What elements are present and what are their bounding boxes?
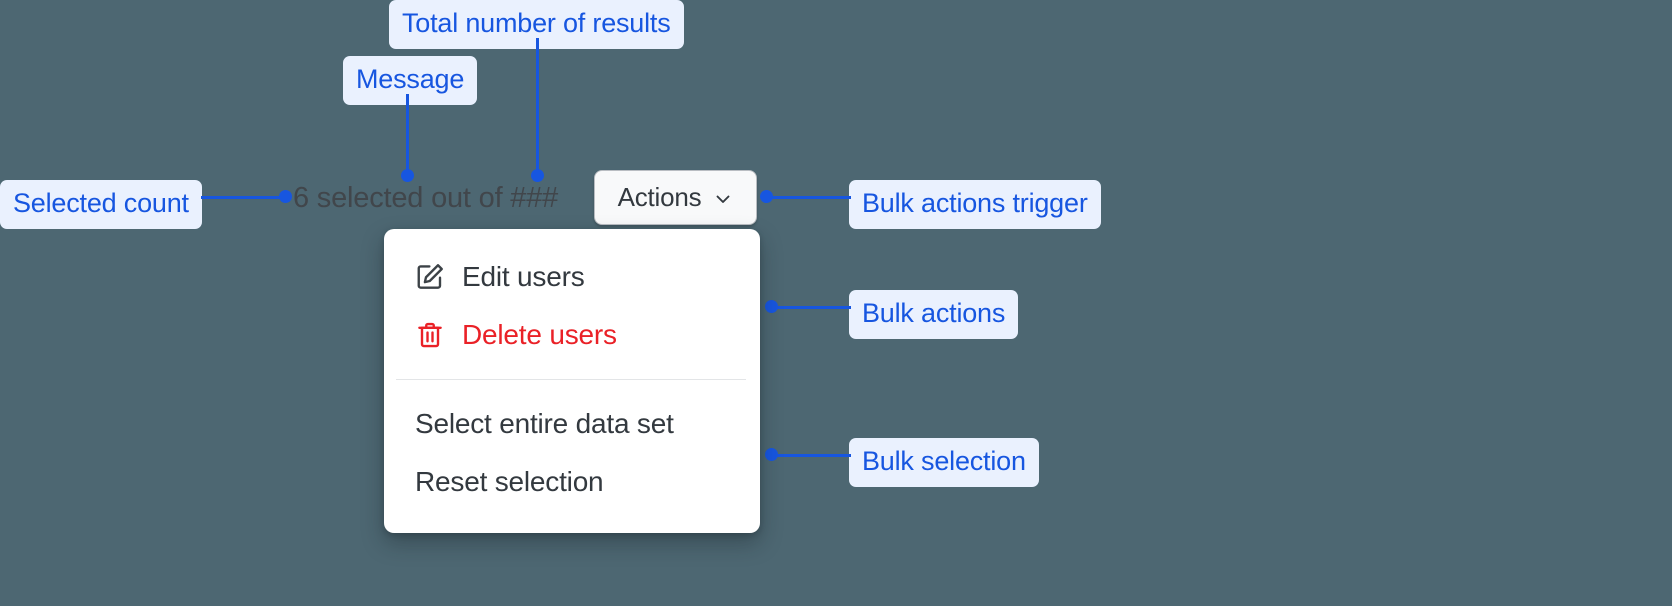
annotation-label-message: Message [343, 56, 478, 105]
annotation-label-selected-count: Selected count [0, 180, 202, 229]
menu-item-delete-users[interactable]: Delete users [384, 306, 760, 364]
menu-item-reset-selection[interactable]: Reset selection [384, 453, 760, 511]
annotation-label-bulk-actions-trigger: Bulk actions trigger [849, 180, 1101, 229]
trash-icon [415, 320, 445, 350]
connector-dot-total-results [531, 169, 544, 182]
menu-item-label: Delete users [462, 319, 617, 350]
connector-line-bulk-actions [771, 306, 851, 309]
total-results-value: ### [510, 182, 559, 214]
connector-dot-selected-count [279, 190, 292, 203]
connector-line-bulk-actions-trigger [765, 196, 851, 199]
connector-line-message [406, 94, 409, 175]
selected-count-value: 6 [293, 182, 309, 214]
menu-item-label: Reset selection [415, 466, 604, 497]
menu-divider [396, 379, 746, 380]
selection-message-text: selected out of [308, 182, 511, 214]
connector-dot-bulk-selection [765, 448, 778, 461]
connector-line-selected-count [201, 196, 287, 199]
edit-pencil-icon [415, 262, 445, 292]
selection-message: 6 selected out of ### [293, 180, 558, 216]
annotation-label-bulk-actions: Bulk actions [849, 290, 1019, 339]
menu-item-label: Edit users [462, 261, 585, 292]
menu-item-edit-users[interactable]: Edit users [384, 248, 760, 306]
bulk-actions-trigger-label: Actions [617, 182, 702, 212]
connector-line-bulk-selection [771, 454, 851, 457]
bulk-actions-menu: Edit users Delete users Select entire da… [384, 229, 760, 533]
connector-dot-bulk-actions [765, 300, 778, 313]
menu-item-label: Select entire data set [415, 408, 674, 439]
connector-dot-message [401, 169, 414, 182]
menu-item-select-entire-data-set[interactable]: Select entire data set [384, 395, 760, 453]
annotation-label-bulk-selection: Bulk selection [849, 438, 1039, 487]
bulk-actions-trigger-button[interactable]: Actions [594, 170, 757, 225]
connector-dot-bulk-actions-trigger [760, 190, 773, 203]
chevron-down-icon [713, 189, 733, 209]
connector-line-total-results [536, 38, 539, 175]
